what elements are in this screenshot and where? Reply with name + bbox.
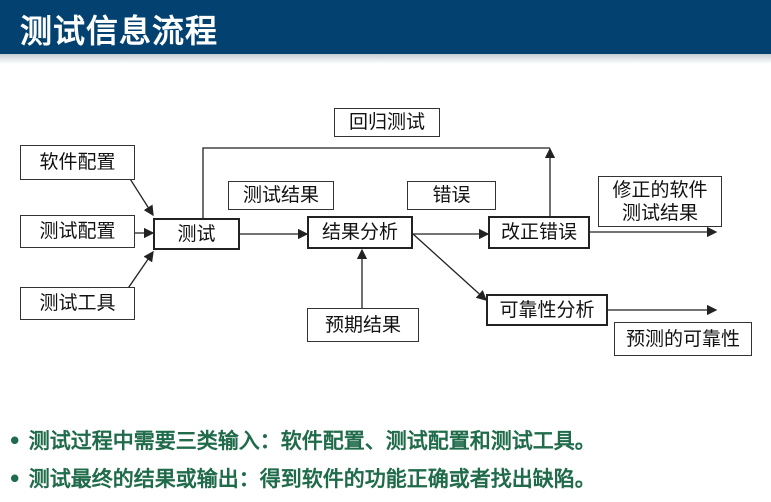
software-config-box: 软件配置 [20, 145, 135, 180]
bullet-outputs: • 测试最终的结果或输出：得到软件的功能正确或者找出缺陷。 [8, 467, 596, 491]
test-tools-box: 测试工具 [20, 287, 135, 320]
predicted-reliability-label: 预测的可靠性 [614, 322, 752, 356]
expected-results-box: 预期结果 [307, 308, 419, 342]
result-analysis-box: 结果分析 [307, 216, 413, 249]
regression-test-box: 回归测试 [334, 108, 440, 137]
regression-loop-line [202, 147, 550, 218]
header-shadow [0, 54, 771, 64]
test-results-label: 测试结果 [228, 181, 334, 210]
fixed-output-line-2: 测试结果 [621, 201, 698, 224]
page-title: 测试信息流程 [20, 12, 219, 50]
fixed-output-line-1: 修正的软件 [612, 178, 708, 201]
header-bar [0, 0, 771, 54]
reliability-analysis-box: 可靠性分析 [486, 294, 608, 326]
fixed-output-label: 修正的软件 测试结果 [598, 176, 722, 227]
test-box: 测试 [153, 218, 240, 250]
arrow-analysis-to-reliability [412, 233, 487, 301]
fix-errors-box: 改正错误 [488, 216, 590, 249]
test-config-box: 测试配置 [20, 215, 135, 248]
bullet-inputs: • 测试过程中需要三类输入：软件配置、测试配置和测试工具。 [8, 429, 596, 453]
errors-label: 错误 [407, 181, 496, 210]
